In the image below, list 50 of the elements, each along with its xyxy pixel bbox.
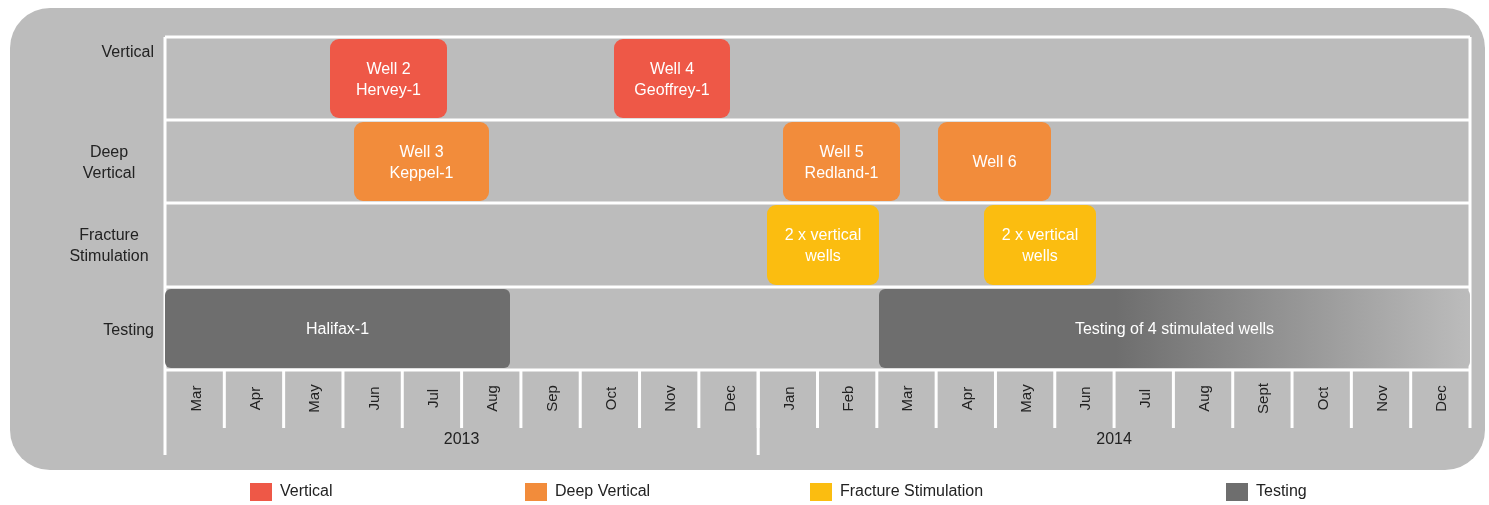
task-bar	[330, 39, 447, 118]
month-label: Dec	[720, 384, 737, 414]
row-label: Fracture Stimulation	[68, 225, 150, 266]
month-label: Sep	[542, 384, 560, 414]
month-label: Dec	[1431, 384, 1449, 414]
month-label: Mar	[186, 384, 204, 414]
task-label: Well 5 Redland-1	[803, 141, 880, 183]
task-bar	[165, 289, 510, 368]
month-label: Aug	[482, 384, 500, 414]
task-bar	[879, 289, 1470, 368]
task-bar	[783, 122, 900, 201]
month-label: Jul	[1135, 387, 1153, 411]
task-label: Well 2 Hervey-1	[355, 58, 422, 100]
month-label: Jun	[364, 385, 382, 413]
task-label: Well 4 Geoffrey-1	[633, 58, 711, 100]
month-label: Nov	[660, 384, 678, 414]
task-label: Testing of 4 stimulated wells	[1074, 319, 1275, 339]
month-label: Jul	[423, 387, 441, 411]
row-label: Vertical	[100, 42, 154, 62]
month-label: Apr	[245, 385, 263, 413]
month-label: Oct	[601, 385, 619, 413]
task-bar	[614, 39, 730, 118]
task-bar	[984, 205, 1096, 285]
month-label: Sept	[1253, 382, 1271, 416]
month-label: Aug	[1194, 384, 1212, 414]
month-label: Nov	[1372, 384, 1390, 414]
row-label: Testing	[102, 319, 154, 340]
legend-label: Testing	[1256, 482, 1307, 500]
legend-label: Fracture Stimulation	[840, 482, 984, 500]
month-label: May	[1016, 383, 1034, 415]
month-label: Jun	[1075, 385, 1093, 413]
year-label: 2014	[1095, 430, 1133, 448]
legend-label: Vertical	[280, 482, 333, 500]
row-label: Deep Vertical	[81, 141, 137, 183]
task-label: Well 6	[972, 152, 1017, 172]
month-label: May	[304, 383, 322, 415]
task-bar	[767, 205, 879, 285]
task-bar	[938, 122, 1051, 201]
month-label: Apr	[957, 385, 975, 413]
task-bar	[354, 122, 489, 201]
legend-label: Deep Vertical	[555, 482, 651, 500]
task-label: 2 x vertical wells	[783, 225, 863, 266]
month-label: Oct	[1313, 385, 1331, 413]
month-label: Mar	[897, 384, 915, 414]
task-label: Well 3 Keppel-1	[388, 141, 455, 183]
task-label: Halifax-1	[305, 319, 370, 339]
month-label: Feb	[838, 384, 856, 414]
month-label: Jan	[779, 385, 797, 413]
task-label: 2 x vertical wells	[1000, 225, 1080, 266]
year-label: 2013	[442, 430, 481, 448]
